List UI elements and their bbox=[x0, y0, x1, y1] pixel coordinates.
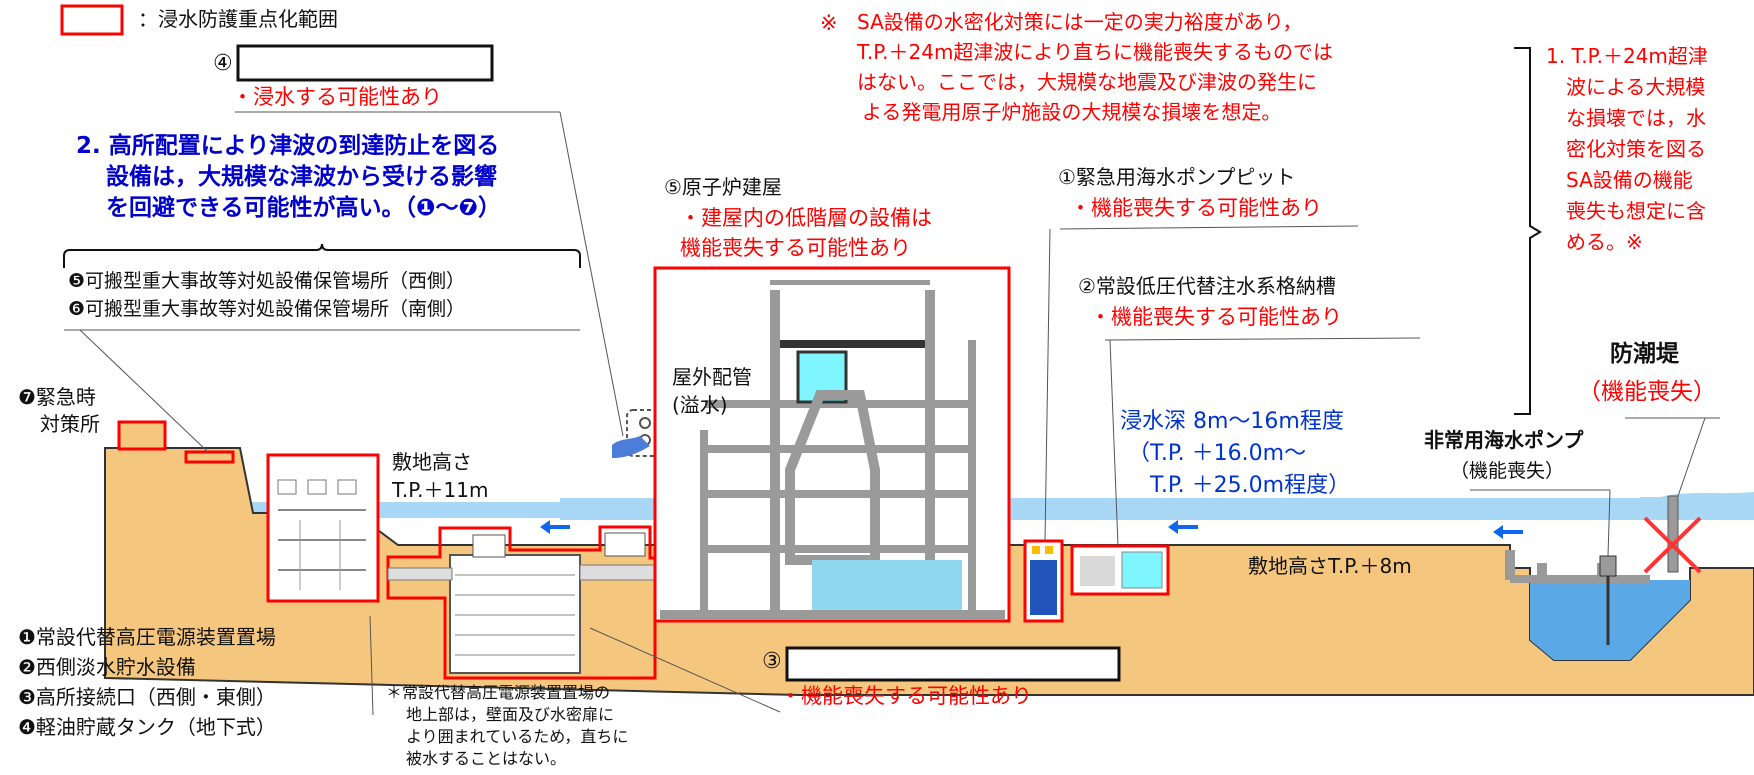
facility-1: ❶常設代替高圧電源装置置場 bbox=[18, 625, 276, 649]
seawall-structure bbox=[1667, 495, 1679, 573]
right-note-line1: 1. T.P.＋24m超津 bbox=[1546, 44, 1708, 68]
blue-note-line2: 設備は，大規模な津波から受ける影響 bbox=[106, 164, 497, 190]
underground-red-outline bbox=[386, 525, 657, 680]
blue-note-line3: を回避できる可能性が高い。（❶～❼） bbox=[106, 195, 501, 221]
seawall-title: 防潮堤 bbox=[1610, 341, 1679, 367]
blue-note-line1: 2. 高所配置により津波の到達防止を図る bbox=[76, 133, 500, 159]
callout4-note: ・浸水する可能性あり bbox=[232, 85, 442, 109]
reactor-note1: ・建屋内の低階層の設備は bbox=[680, 206, 932, 230]
right-note-line7: める。※ bbox=[1566, 230, 1643, 254]
top-note-line4: よる発電用原子炉施設の大規模な損壊を想定。 bbox=[862, 100, 1282, 124]
footnote-line1: ＊常設代替高圧電源装置置場の bbox=[386, 683, 611, 702]
arrow-1 bbox=[540, 520, 570, 534]
top-note-line2: T.P.＋24m超津波により直ちに機能喪失するものでは bbox=[857, 40, 1334, 64]
blue-note-brace bbox=[63, 243, 581, 268]
facility-2: ❷西側淡水貯水設備 bbox=[18, 655, 196, 679]
sea-pump-title: 非常用海水ポンプ bbox=[1424, 428, 1584, 452]
emergency-center-box bbox=[117, 420, 167, 451]
sea-pump-status: （機能喪失） bbox=[1450, 460, 1565, 482]
seawall-status: （機能喪失） bbox=[1578, 379, 1716, 405]
south-storage-box bbox=[184, 450, 235, 464]
callout4-number: ④ bbox=[213, 51, 233, 76]
arrow-3 bbox=[1493, 525, 1523, 539]
site-height-west-line1: 敷地高さ bbox=[392, 450, 472, 474]
right-note-line3: な損壊では，水 bbox=[1566, 106, 1706, 130]
seawall-cross-2 bbox=[1643, 516, 1702, 574]
legend-box bbox=[60, 4, 124, 36]
inundation-line1: 浸水深 8m～16m程度 bbox=[1120, 409, 1344, 434]
footnote-line3: より囲まれているため，直ちに bbox=[406, 727, 629, 746]
sea-basin bbox=[1530, 580, 1690, 660]
connection-trench bbox=[579, 564, 656, 581]
pier-post-1 bbox=[1505, 550, 1515, 580]
water-splash-icon bbox=[612, 436, 650, 458]
storage-south: ❻可搬型重大事故等対処設備保管場所（南側） bbox=[68, 298, 466, 320]
callout3-box bbox=[785, 646, 1121, 682]
inundation-line2: （T.P. ＋16.0m～ bbox=[1128, 441, 1307, 466]
right-note-line6: 喪失も想定に含 bbox=[1566, 199, 1706, 223]
right-note-bracket bbox=[1514, 47, 1542, 415]
reactor-title: ⑤原子炉建屋 bbox=[664, 175, 782, 199]
callout3-number: ③ bbox=[762, 649, 782, 674]
right-note-line4: 密化対策を図る bbox=[1566, 137, 1706, 161]
facility-4: ❹軽油貯蔵タンク（地下式） bbox=[18, 715, 276, 739]
outdoor-piping-line1: 屋外配管 bbox=[672, 365, 752, 389]
pumppit-note: ・機能喪失する可能性あり bbox=[1070, 196, 1322, 220]
tank-title: ②常設低圧代替注水系格納槽 bbox=[1078, 274, 1336, 298]
top-note-line3: はない。ここでは，大規模な地震及び津波の発生に bbox=[857, 70, 1317, 94]
top-note-mark: ※ bbox=[820, 11, 838, 35]
arrow-2 bbox=[1168, 520, 1198, 534]
sea-pump-head bbox=[1599, 555, 1617, 577]
tank-note: ・機能喪失する可能性あり bbox=[1090, 305, 1342, 329]
storage-west: ❺可搬型重大事故等対処設備保管場所（西側） bbox=[68, 270, 466, 292]
footnote-line2: 地上部は，壁面及び水密扉に bbox=[406, 705, 615, 724]
legend-label: ：浸水防護重点化範囲 bbox=[138, 7, 338, 31]
pier-post-2 bbox=[1537, 563, 1547, 578]
pipe-trench bbox=[387, 567, 453, 581]
footnote-line4: 被水することはない。 bbox=[406, 749, 567, 768]
right-note-line2: 波による大規模 bbox=[1566, 75, 1706, 99]
top-note-line1: SA設備の水密化対策には一定の実力裕度があり， bbox=[857, 10, 1303, 34]
pumppit-title: ①緊急用海水ポンプピット bbox=[1058, 165, 1296, 189]
emergency-center-line2: 対策所 bbox=[40, 412, 100, 436]
callout3-note: ・機能喪失する可能性あり bbox=[780, 684, 1032, 708]
outdoor-piping-line2: (溢水) bbox=[672, 393, 728, 417]
pier-deck bbox=[1510, 575, 1650, 583]
reactor-lower-water bbox=[812, 560, 962, 616]
facility-3: ❸高所接続口（西側・東側） bbox=[18, 685, 276, 709]
site-height-west-line2: T.P.＋11m bbox=[392, 478, 489, 502]
right-note-line5: SA設備の機能 bbox=[1566, 168, 1693, 192]
power-source-site bbox=[266, 453, 380, 603]
site-height-east: 敷地高さT.P.＋8m bbox=[1248, 554, 1412, 578]
reactor-note2: 機能喪失する可能性あり bbox=[680, 236, 911, 260]
callout4-box bbox=[236, 44, 494, 82]
inundation-line3: T.P. ＋25.0m程度） bbox=[1150, 473, 1351, 498]
emergency-center-line1: ❼緊急時 bbox=[18, 385, 96, 409]
